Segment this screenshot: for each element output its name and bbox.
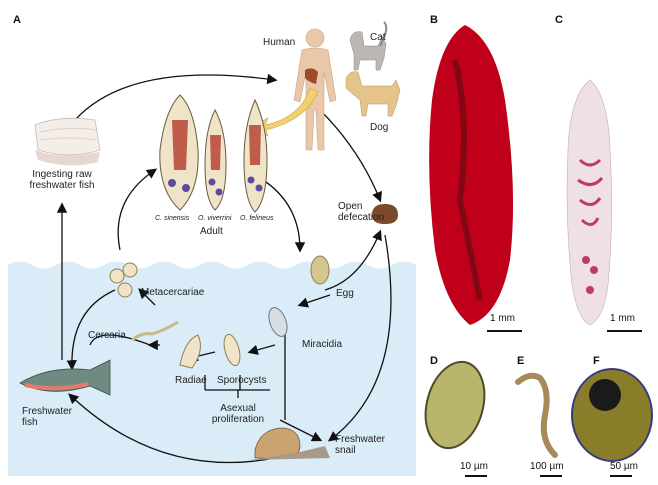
scale-label-d: 10 µm [460,461,488,472]
radia-icon [179,334,201,369]
worm-photo-c [566,79,612,326]
panel-label-d: D [430,355,438,367]
egg-micrograph-d [424,360,486,450]
label-metacercariae: Metacercariae [141,287,205,298]
panel-label-f: F [593,355,600,367]
label-freshwater-snail: Freshwater snail [335,434,386,456]
scale-bar-d [465,475,487,477]
scale-label-e: 100 µm [530,461,564,472]
freshwater-fish-icon [19,359,111,396]
panel-label-c: C [555,14,563,26]
label-adult: Adult [200,226,223,237]
label-species-c-sinensis: C. sinensis [155,215,190,222]
panel-label-a: A [13,14,21,26]
label-ingesting: Ingesting raw freshwater fish [29,169,95,191]
fish-fillet-icon [34,117,101,166]
scale-bar-f [610,475,632,477]
label-sporocysts: Sporocysts [217,375,267,386]
scale-bar-e [540,475,562,477]
label-egg: Egg [336,288,354,299]
cercaria-icon [131,320,179,342]
cat-icon [349,21,388,71]
egg-icon [310,255,330,285]
label-cat: Cat [370,32,386,43]
label-human: Human [263,37,296,48]
miracidium-icon [268,307,288,337]
human-icon [293,28,337,151]
scale-bar-c [607,330,642,332]
panel-label-b: B [430,14,438,26]
label-radiae: Radiae [175,375,207,386]
panel-label-e: E [517,355,525,367]
sporocyst-icon [223,333,241,367]
scale-label-b: 1 mm [490,313,515,324]
adult-fluke-o-viverrini-icon [204,108,227,211]
scale-label-f: 50 µm [610,461,638,472]
label-dog: Dog [370,122,389,133]
scale-bar-b [487,330,522,332]
worm-photo-b [429,25,514,325]
label-cercaria: Cercaria [88,330,126,341]
scale-label-c: 1 mm [610,313,635,324]
cycle-arrows [56,73,392,464]
adult-fluke-c-sinensis-icon [159,94,199,211]
feces-icon [372,204,398,224]
dog-icon [345,71,401,117]
metacercariae-icon [109,262,138,298]
label-asexual-proliferation: Asexual proliferation [211,403,265,425]
label-freshwater-fish: Freshwater fish [22,406,73,428]
label-miracidia: Miracidia [302,339,343,350]
snail-icon [250,427,330,460]
water-region [8,261,416,476]
adult-fluke-o-felineus-icon [243,98,268,213]
label-species-o-viverrini: O. viverrini [198,215,232,222]
cercaria-micrograph-e [515,372,558,458]
label-open-defecation: Open defecation [338,201,385,223]
label-species-o-felineus: O. felineus [240,215,274,222]
